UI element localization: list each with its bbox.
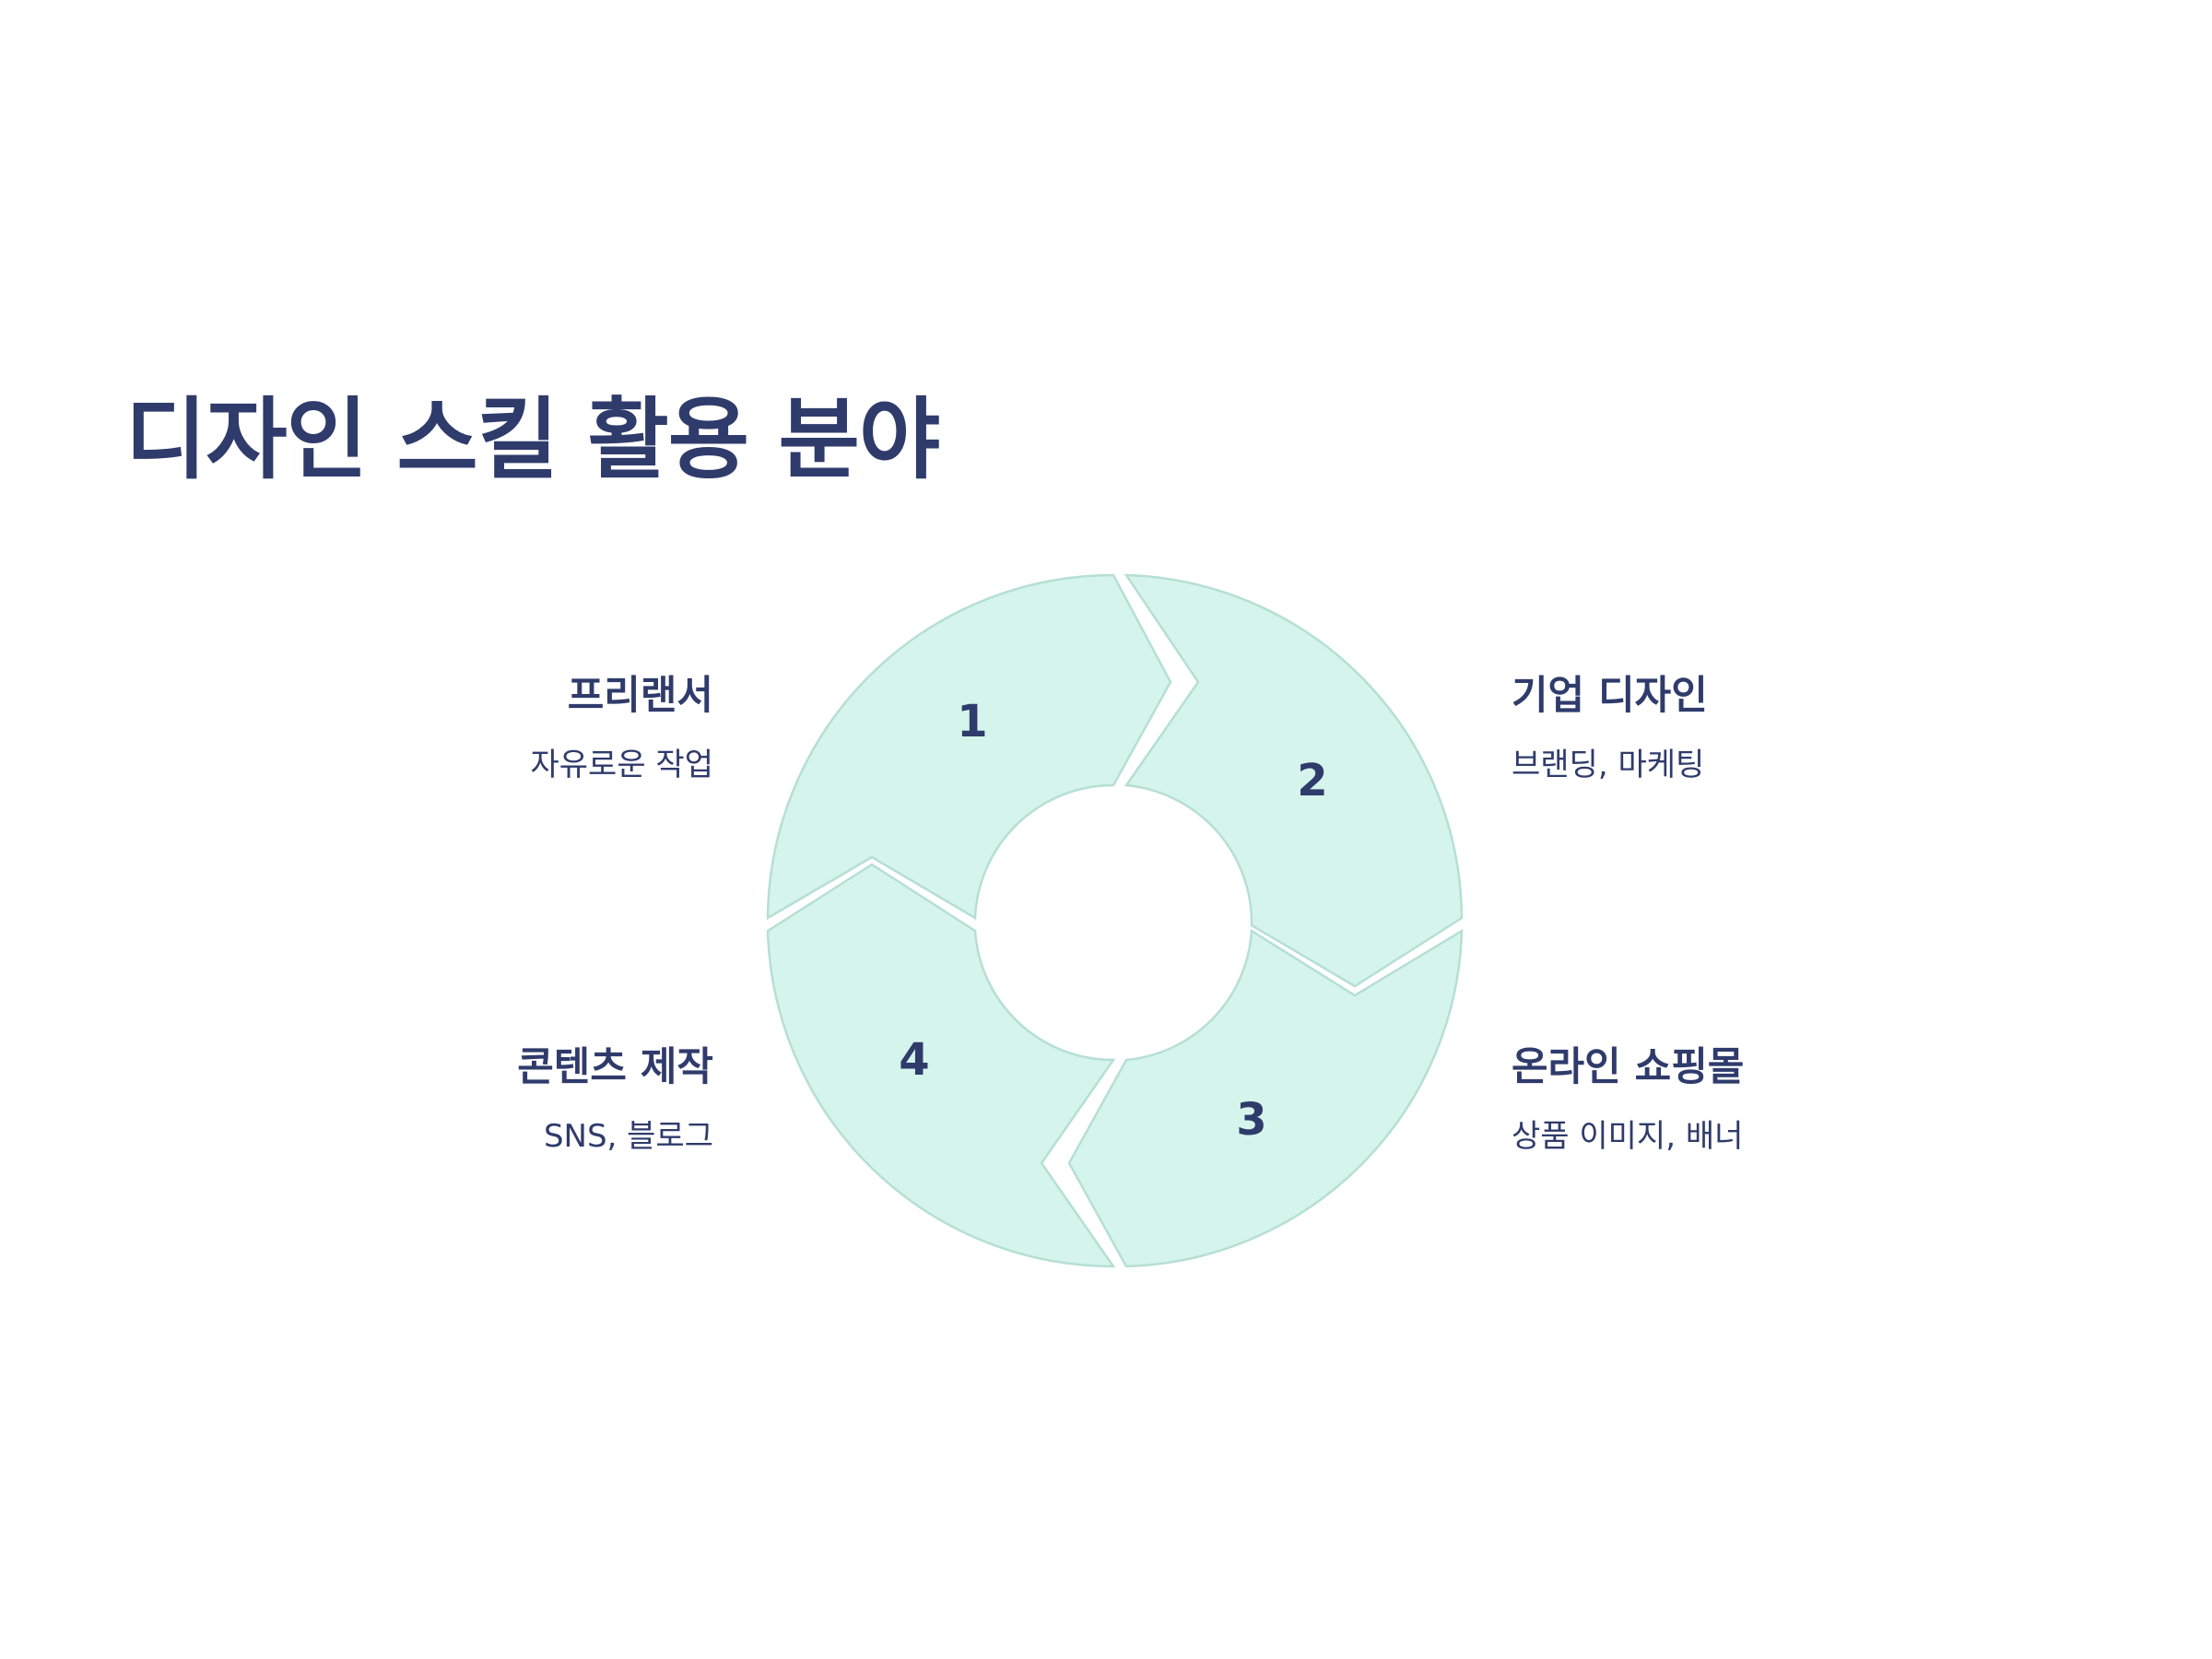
label-description: 자유로운 작업 [530, 746, 714, 783]
cycle-number-4: 4 [899, 1034, 929, 1086]
cycle-segment-2 [1124, 573, 1464, 988]
label-online-shop: 온라인 쇼핑몰 상품 이미지, 배너 [1512, 1044, 1991, 1155]
cycle-number-3: 3 [1236, 1094, 1266, 1146]
label-title: 콘텐츠 제작 [517, 1044, 713, 1090]
label-description: SNS, 블로그 [543, 1117, 713, 1155]
page-title: 디자인 스킬 활용 분야 [125, 388, 940, 491]
label-corporate-design: 기업 디자인 브랜딩, 마케팅 [1512, 673, 1991, 783]
cycle-segment-3 [1067, 928, 1464, 1268]
label-title: 프리랜서 [567, 673, 713, 719]
label-description: 상품 이미지, 배너 [1512, 1117, 1744, 1155]
cycle-segment-1 [766, 573, 1172, 921]
cycle-number-2: 2 [1297, 755, 1327, 806]
label-description: 브랜딩, 마케팅 [1512, 746, 1705, 783]
cycle-segment-4 [766, 863, 1116, 1268]
cycle-number-1: 1 [957, 696, 987, 747]
label-freelancer: 프리랜서 자유로운 작업 [234, 673, 714, 783]
label-title: 온라인 쇼핑몰 [1512, 1044, 1745, 1090]
label-content-creation: 콘텐츠 제작 SNS, 블로그 [234, 1044, 713, 1155]
label-title: 기업 디자인 [1512, 673, 1708, 719]
